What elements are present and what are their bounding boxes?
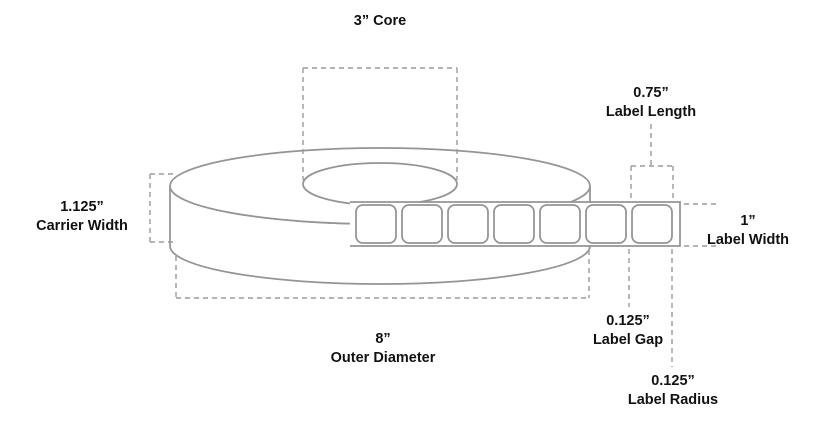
label-rect [447, 204, 489, 244]
label-width-label: Label Width [706, 232, 790, 248]
carrier-width-dimension-lines [149, 173, 174, 243]
label-length-dimension-text: 0.75” Label Length [606, 84, 696, 122]
carrier-width-value: 1.125” [60, 199, 104, 215]
label-rect [539, 204, 581, 244]
label-rects [355, 204, 673, 244]
label-rect [493, 204, 535, 244]
label-rect [631, 204, 673, 244]
label-radius-value: 0.125” [651, 373, 695, 389]
label-rect [355, 204, 397, 244]
core-dimension-lines [302, 67, 458, 180]
label-length-value: 0.75” [633, 85, 669, 101]
core-dimension-text: 3” Core [354, 12, 406, 31]
label-strip-outline [350, 201, 681, 247]
outer-diameter-dimension-text: 8” Outer Diameter [331, 330, 436, 368]
label-gap-dimension-text: 0.125” Label Gap [593, 312, 663, 350]
label-rect [401, 204, 443, 244]
outer-diameter-label: Outer Diameter [330, 350, 436, 366]
outer-diameter-dimension-lines [175, 250, 590, 299]
outer-diameter-value: 8” [375, 331, 391, 347]
core-dimension-label: 3” Core [353, 13, 407, 29]
label-gap-label: Label Gap [592, 332, 664, 348]
label-radius-dimension-text: 0.125” Label Radius [628, 372, 718, 410]
label-gap-value: 0.125” [606, 313, 650, 329]
core-hole [302, 162, 458, 206]
label-width-dimension-lines [684, 203, 718, 247]
label-length-dimension-lines [630, 124, 674, 200]
label-rect [585, 204, 627, 244]
carrier-width-dimension-text: 1.125” Carrier Width [36, 198, 128, 236]
label-radius-label: Label Radius [627, 392, 719, 408]
label-width-dimension-text: 1” Label Width [707, 212, 789, 250]
carrier-width-label: Carrier Width [36, 218, 128, 234]
label-length-label: Label Length [605, 104, 697, 120]
label-width-value: 1” [740, 213, 756, 229]
